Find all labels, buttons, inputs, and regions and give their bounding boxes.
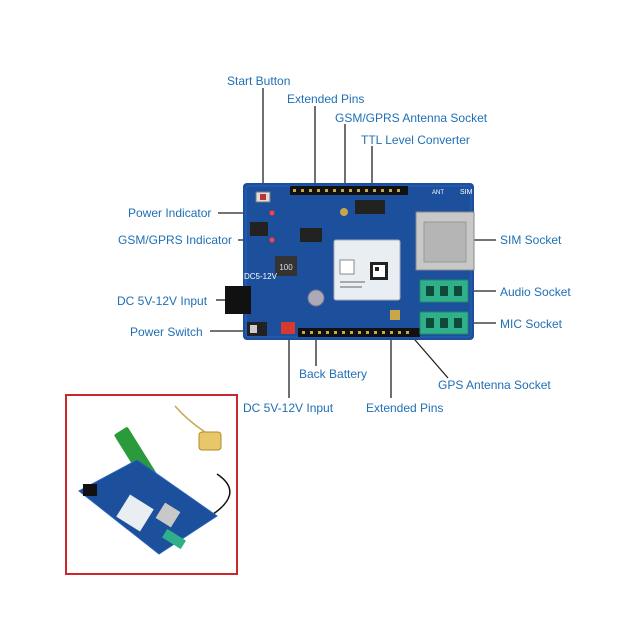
label-start-button: Start Button [227,74,291,88]
gsm-module [333,239,401,301]
label-power-switch: Power Switch [130,325,203,339]
label-extended-pins-top: Extended Pins [287,92,365,106]
label-dc-input-left: DC 5V-12V Input [117,294,208,308]
inductor-label: 100 [279,263,293,272]
label-gps-antenna-socket: GPS Antenna Socket [438,378,551,392]
ant-label: ANT [432,190,444,196]
label-sim-socket: SIM Socket [500,233,562,247]
label-dc-input-bottom: DC 5V-12V Input [243,401,334,415]
label-gsm-gprs-indicator: GSM/GPRS Indicator [118,233,233,247]
label-power-indicator: Power Indicator [128,206,212,220]
label-gsm-gprs-antenna-socket: GSM/GPRS Antenna Socket [335,111,488,125]
inset-illustration [78,405,231,555]
dc-label: DC5-12V [244,272,278,281]
sim-label: SIM [460,189,473,196]
label-ttl-level-converter: TTL Level Converter [361,133,470,147]
label-back-battery: Back Battery [299,367,368,381]
inductor [275,256,297,276]
dc-jack [225,286,251,314]
label-mic-socket: MIC Socket [500,317,563,331]
label-audio-socket: Audio Socket [500,285,571,299]
inset-product-photo [65,394,238,575]
label-extended-pins-bottom: Extended Pins [366,401,444,415]
back-battery-part [307,289,325,307]
